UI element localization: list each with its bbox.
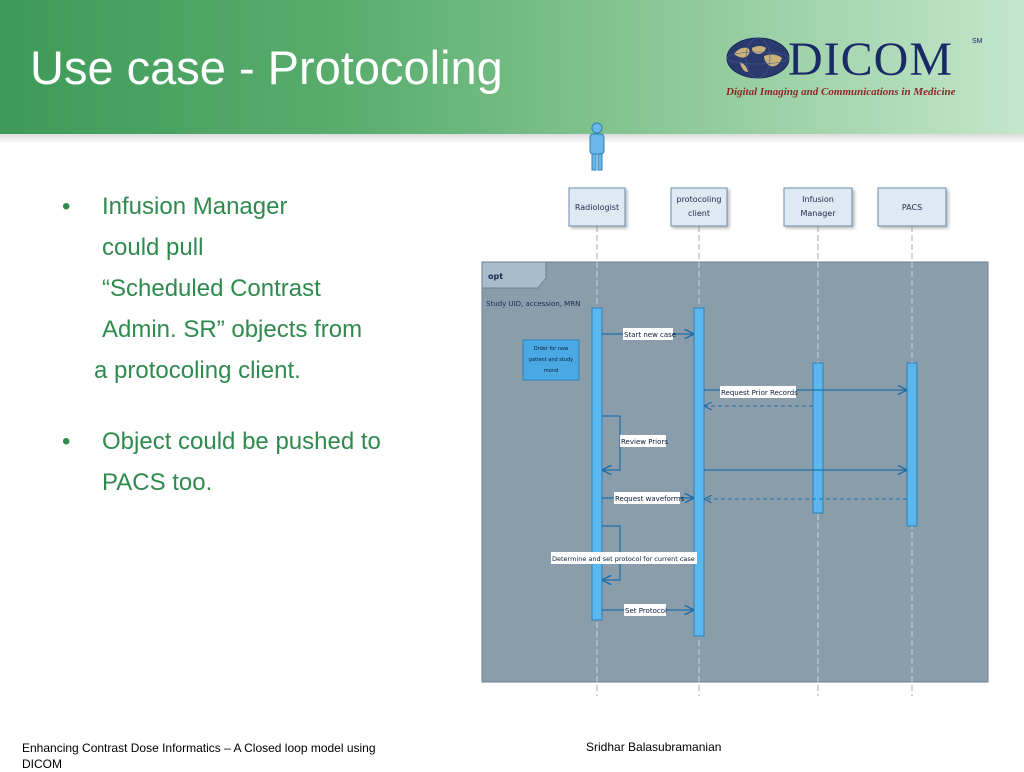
actor-icon — [589, 122, 605, 171]
lifeline-label: Manager — [800, 209, 836, 218]
bullet-line: Infusion Manager — [102, 193, 288, 220]
bullet-line: a protocoling client. — [94, 357, 301, 384]
message-label-bg — [720, 386, 796, 398]
footer-title: Enhancing Contrast Dose Informatics – A … — [22, 741, 376, 771]
banner-shadow — [0, 134, 1024, 144]
lifeline-label: Infusion — [802, 195, 834, 204]
note-line: patient and study — [529, 357, 573, 363]
fragment-guard: Study UID, accession, MRN — [486, 300, 580, 308]
message-label: Review Priors — [621, 438, 668, 446]
lifeline-label: protocoling — [676, 195, 721, 204]
activation-pacs — [906, 362, 918, 527]
message-label: Request Prior Records — [721, 389, 798, 397]
slide-title: Use case - Protocoling — [30, 41, 503, 94]
lifeline-label: client — [688, 209, 710, 218]
footer-author: Sridhar Balasubramanian — [586, 740, 722, 754]
logo-wordmark: DICOM — [788, 33, 954, 86]
bullet-item: • Object could be pushed to PACS too. — [62, 421, 462, 503]
note-line: Order for new — [534, 346, 569, 352]
lifeline-box-protocoling-client: protocoling client — [670, 187, 728, 227]
bullet-marker: • — [62, 428, 71, 455]
bullet-line: “Scheduled Contrast — [102, 275, 321, 302]
note-line: mond — [544, 368, 558, 374]
fragment-operator-tab — [481, 261, 547, 289]
note-box: Order for new patient and study mond — [522, 339, 580, 381]
bullet-item: • Infusion Manager could pull “Scheduled… — [62, 186, 462, 391]
globe-icon — [726, 37, 790, 79]
message-label-bg — [620, 435, 666, 447]
logo-service-mark: SM — [972, 38, 983, 45]
message-label: Start new case — [624, 331, 676, 339]
bullet-marker: • — [62, 193, 71, 220]
dicom-logo: DICOM SM Digital Imaging and Communicati… — [724, 30, 996, 106]
bullet-line: PACS too. — [102, 469, 213, 496]
bullet-list: • Infusion Manager could pull “Scheduled… — [62, 186, 462, 503]
bullet-line: Object could be pushed to — [102, 428, 381, 455]
message-label-bg — [614, 492, 680, 504]
activation-infusion-manager — [812, 362, 824, 514]
bullet-line: could pull — [102, 234, 204, 261]
lifeline-box-infusion-manager: Infusion Manager — [783, 187, 853, 227]
bullet-line: Admin. SR” objects from — [102, 316, 363, 343]
lifeline-label: PACS — [902, 203, 922, 212]
message-label-bg — [551, 552, 697, 564]
message-label: Determine and set protocol for current c… — [552, 555, 695, 563]
message-label-bg — [623, 328, 673, 340]
title-banner — [0, 0, 1024, 134]
logo-tagline: Digital Imaging and Communications in Me… — [726, 86, 956, 98]
lifeline-box-pacs: PACS — [877, 187, 947, 227]
activation-radiologist — [591, 307, 603, 621]
sequence-diagram: Radiologist protocoling client Infusion … — [481, 122, 989, 696]
message-label: Request waveforms — [615, 495, 684, 503]
activation-protocoling-client — [693, 307, 705, 637]
lifeline-box-radiologist: Radiologist — [568, 187, 626, 227]
lifeline-label: Radiologist — [575, 203, 619, 212]
message-label: Set Protocol — [625, 607, 667, 615]
message-label-bg — [624, 604, 666, 616]
fragment-operator: opt — [488, 272, 503, 281]
